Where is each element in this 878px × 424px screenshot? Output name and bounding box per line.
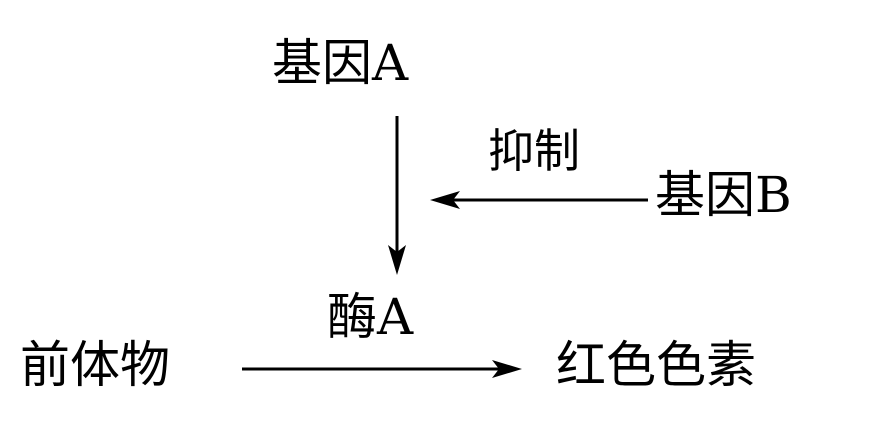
precursor-node: 前体物 (20, 336, 170, 394)
gene-b-node: 基因B (655, 166, 792, 224)
inhibit-label: 抑制 (488, 124, 580, 178)
red-pigment-node: 红色色素 (556, 336, 756, 394)
gene-a-node: 基因A (272, 34, 409, 92)
precursor-to-pigment-arrow (242, 360, 522, 378)
gene-b-inhibit-arrow (430, 191, 648, 209)
enzyme-a-node: 酶A (327, 288, 414, 346)
gene-a-to-enzyme-arrow (388, 116, 406, 275)
